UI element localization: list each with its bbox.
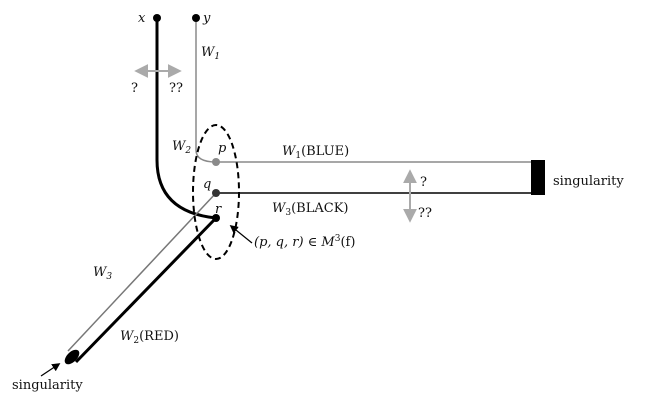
triple-point-ellipse <box>192 124 240 260</box>
label-r: r <box>215 202 222 217</box>
label-y: y <box>202 11 211 26</box>
tube-w3-diagonal <box>67 192 217 352</box>
label-singularity-right: singularity <box>553 174 624 189</box>
label-w3-diagonal: W3 <box>93 265 112 282</box>
singularity-ellipse <box>64 349 80 365</box>
label-w1-blue: W1(BLUE) <box>282 144 349 161</box>
singularity-block <box>531 160 545 195</box>
singularity-pointer-arrow <box>40 363 61 377</box>
label-double-question-left: ?? <box>169 81 183 96</box>
label-question-right: ? <box>420 175 427 190</box>
label-w1-top: W1 <box>201 45 220 62</box>
point-p <box>212 158 220 166</box>
label-p: p <box>218 141 227 156</box>
point-r <box>212 214 220 222</box>
triple-pointer-arrow <box>229 224 253 244</box>
label-w3-black: W3(BLACK) <box>272 201 349 218</box>
label-x: x <box>138 11 146 26</box>
label-w2-left: W2 <box>172 139 191 156</box>
label-w2-red: W2(RED) <box>120 329 179 346</box>
point-x <box>153 14 161 22</box>
strand-y-blue <box>195 18 217 163</box>
point-q <box>212 189 220 197</box>
tube-w2-red-diagonal <box>74 216 218 364</box>
label-question-left: ? <box>131 81 138 96</box>
label-singularity-bottom: singularity <box>12 378 83 393</box>
point-y <box>192 14 200 22</box>
strand-x-red <box>155 18 217 220</box>
label-double-question-right: ?? <box>418 206 432 221</box>
label-q: q <box>203 177 211 192</box>
label-triple: (p, q, r) ∈ M3(f) <box>254 234 355 250</box>
